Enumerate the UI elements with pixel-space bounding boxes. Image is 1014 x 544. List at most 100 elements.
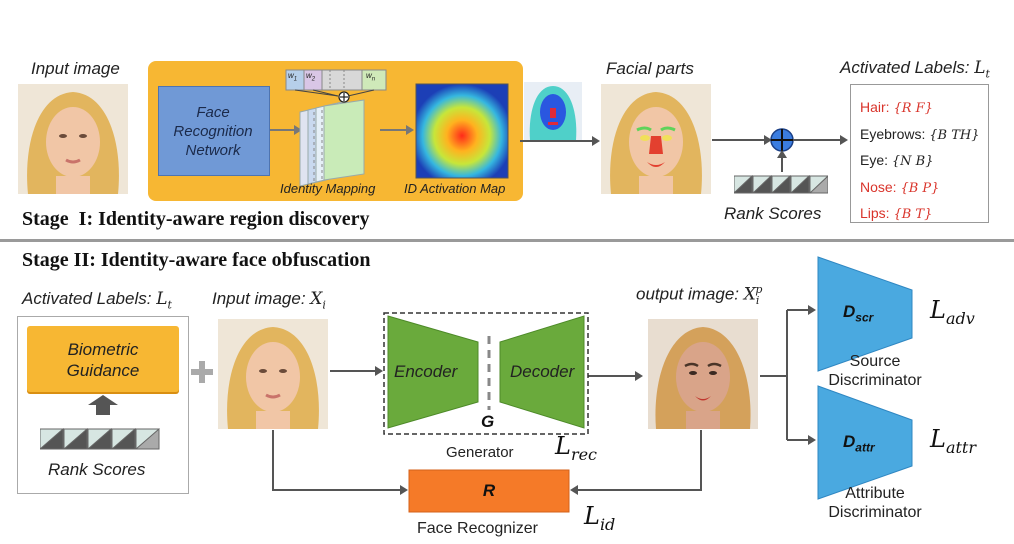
weight-wn-sub: n [371, 76, 376, 83]
face-recognition-network-box [158, 86, 270, 176]
stage1-activated-labels-sub: t [985, 67, 990, 81]
stage2-input-sub: i [322, 298, 326, 312]
stage1-input-label: Input image [31, 59, 120, 78]
activated-label-code: {B P} [900, 180, 940, 196]
encoder-block [387, 315, 479, 429]
l-rec-label: Lrec [555, 432, 597, 464]
biometric-line1: Biometric [67, 340, 139, 359]
weight-w2-sub: 2 [311, 76, 316, 83]
stage1-activated-labels-text: Activated Labels: [840, 58, 975, 77]
d-attr-label: Dattr [843, 432, 875, 454]
l-adv-sub: adv [945, 308, 975, 328]
frn-label-line3: Network [185, 142, 241, 159]
l-attr-label: Lattr [930, 425, 976, 457]
stage1-rank-scores-icon [734, 175, 828, 194]
weight-wn: wn [366, 71, 376, 83]
stage2-activated-labels-math: L [156, 289, 168, 309]
activated-label-row: Nose: {B P} [860, 175, 990, 202]
d-attr-main: D [843, 432, 856, 451]
arrow-head [294, 125, 302, 135]
face-parsing-mask-image [524, 82, 582, 140]
decoder-block [499, 315, 585, 429]
generator-letter: G [481, 412, 495, 431]
activated-label-row: Lips: {B T} [860, 201, 990, 228]
stage2-rank-scores-icon [40, 428, 160, 450]
recognizer-letter: R [482, 481, 496, 500]
activated-label-row: Eye: {N B} [860, 148, 990, 175]
activated-label-name: Eye: [860, 152, 892, 168]
arrow-to-facial-parts [520, 136, 600, 146]
activated-labels-box [850, 84, 989, 223]
output-sup: p [755, 283, 763, 296]
biometric-guidance-label: Biometric Guidance [27, 339, 179, 381]
generator-label: Generator [446, 444, 514, 461]
d-scr-sub: scr [855, 310, 874, 325]
l-rec-sub: rec [570, 444, 598, 464]
stage2-input-text: Input image: [212, 289, 311, 308]
identity-mapping-label: Identity Mapping [280, 181, 376, 196]
weight-w2: w2 [306, 71, 316, 83]
activated-label-code: {B T} [893, 207, 933, 222]
rank-score-fusion-graphic [712, 128, 848, 172]
activated-label-code: {R F} [893, 101, 933, 116]
generator-frame [383, 312, 589, 435]
weight-w1: w1 [288, 71, 298, 83]
stage1-activated-labels-math: L [974, 58, 986, 78]
l-adv-main: L [930, 296, 946, 324]
d-scr-label: Dscr [843, 302, 873, 324]
stage2-input-math: X [310, 289, 323, 309]
l-id-label: Lid [584, 502, 615, 534]
l-adv-label: Ladv [930, 296, 975, 328]
l-attr-main: L [930, 425, 946, 453]
biometric-line2: Guidance [66, 361, 140, 380]
activated-label-code: {N B} [891, 154, 934, 169]
activated-label-name: Nose: [860, 178, 901, 195]
biometric-guidance-box [27, 326, 179, 392]
l-id-sub: id [599, 514, 616, 534]
stage2-rank-scores-label: Rank Scores [48, 460, 146, 479]
output-sub: i [755, 294, 760, 308]
source-disc-line1: Source [849, 353, 901, 370]
source-discriminator-label: Source Discriminator [800, 352, 950, 390]
stage2-title: Stage II: Identity-aware face obfuscatio… [22, 249, 371, 271]
face-recognizer-label: Face Recognizer [417, 520, 538, 537]
activated-label-code: {B TH} [929, 127, 980, 143]
face-recognizer-block [408, 469, 570, 513]
frn-label-line1: Face [196, 104, 230, 121]
l-rec-main: L [555, 432, 571, 460]
attribute-discriminator-block [817, 385, 913, 500]
activated-label-row: Eyebrows: {B TH} [860, 122, 990, 149]
frn-label-line2: Recognition [173, 123, 253, 140]
output-label: output image: Xip [636, 283, 762, 307]
activated-label-name: Eyebrows: [860, 125, 930, 142]
facial-parts-image [601, 84, 711, 194]
activated-labels-list: Hair: {R F}Eyebrows: {B TH}Eye: {N B}Nos… [860, 95, 990, 228]
frn-label: Face Recognition Network [158, 103, 268, 160]
attr-disc-line1: Attribute [845, 485, 905, 502]
attribute-discriminator-label: Attribute Discriminator [800, 484, 950, 522]
activated-label-row: Hair: {R F} [860, 95, 990, 122]
weight-w1-sub: 1 [293, 76, 298, 83]
output-face [648, 319, 758, 429]
stage2-input-label: Input image: Xi [212, 289, 326, 311]
up-arrow-icon [88, 395, 118, 415]
stage2-input-face [218, 319, 328, 429]
stage1-activated-labels-title: Activated Labels: Lt [840, 58, 990, 80]
facial-parts-label: Facial parts [606, 59, 694, 78]
output-math: X [743, 284, 756, 305]
stage2-activated-labels-sub: t [167, 298, 172, 312]
d-scr-main: D [843, 302, 856, 321]
identity-mapping-graphic [270, 69, 509, 187]
source-disc-line2: Discriminator [828, 372, 922, 389]
stage1-rank-scores-label: Rank Scores [724, 204, 822, 223]
attr-disc-line2: Discriminator [828, 504, 922, 521]
stage2-activated-labels-title: Activated Labels: Lt [22, 289, 172, 311]
decoder-label: Decoder [510, 362, 575, 381]
d-attr-sub: attr [855, 440, 875, 455]
encoder-label: Encoder [394, 362, 458, 381]
id-activation-map-image [415, 83, 509, 179]
source-discriminator-block [817, 256, 913, 372]
stage1-input-face [18, 84, 128, 194]
